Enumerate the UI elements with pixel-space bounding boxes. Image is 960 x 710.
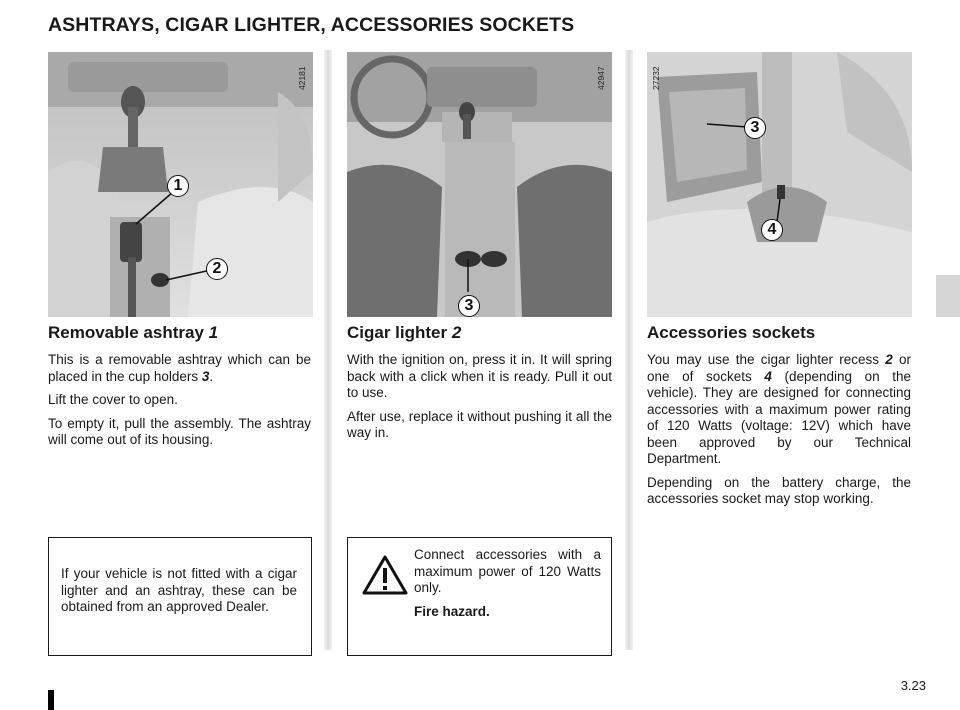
chapter-tab [936,275,960,317]
paragraph: This is a removable ashtray which can be… [48,352,311,384]
warning-triangle-icon [362,554,408,601]
callout-3: 3 [744,117,766,139]
dealer-note-box: If your vehicle is not fitted with a cig… [48,537,312,656]
column-divider [625,50,633,650]
note-text: If your vehicle is not fitted with a cig… [61,566,297,614]
paragraph: With the ignition on, press it in. It wi… [347,352,612,400]
callout-2: 2 [206,258,228,280]
section-heading: Accessories sockets [647,323,816,342]
page-title: ASHTRAYS, CIGAR LIGHTER, ACCESSORIES SOC… [48,14,575,36]
section-heading: Cigar lighter 2 [347,323,462,342]
paragraph: You may use the cigar lighter recess 2 o… [647,352,911,466]
page-number: 3.23 [900,678,926,693]
accessories-socket-photo [647,52,912,317]
paragraph: To empty it, pull the assembly. The ash­… [48,415,311,448]
section-heading: Removable ashtray 1 [48,323,219,342]
section-removable-ashtray: Removable ashtray 1 This is a removable … [48,323,311,449]
section-accessories-sockets: Accessories sockets You may use the ciga… [647,323,911,508]
warning-emphasis: Fire hazard. [414,604,490,619]
corner-mark [48,690,54,710]
warning-text: Connect accessories with a maximum power… [414,547,601,595]
section-cigar-lighter: Cigar lighter 2 With the ignition on, pr… [347,323,612,442]
paragraph: Lift the cover to open. [48,392,178,407]
image-ref-code: 42181 [297,66,307,90]
paragraph: After use, replace it without pushing it… [347,408,612,441]
warning-box: Connect accessories with a maximum power… [347,537,612,656]
image-ref-code: 27232 [651,66,661,90]
paragraph: Depending on the battery charge, the acc… [647,474,911,507]
cigar-lighter-photo [347,52,612,317]
callout-3: 3 [458,295,480,317]
callout-1: 1 [167,175,189,197]
image-ref-code: 42947 [596,66,606,90]
column-divider [324,50,332,650]
callout-4: 4 [761,219,783,241]
